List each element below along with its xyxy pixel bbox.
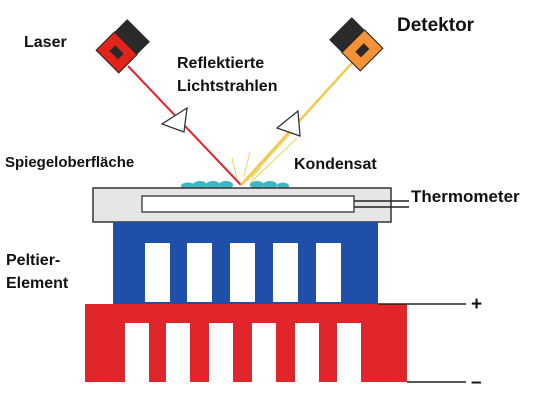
thermometer-probe xyxy=(141,195,355,213)
detector-label: Detektor xyxy=(397,15,475,36)
scattered-light-ray xyxy=(249,137,298,184)
peltier-label-line2: Element xyxy=(6,275,69,292)
scattered-light-ray xyxy=(243,151,251,177)
peltier-lower-block xyxy=(85,304,407,382)
scattered-light-ray xyxy=(246,131,293,182)
detector-device xyxy=(329,17,384,72)
beam-direction-arrow-icon xyxy=(275,109,301,137)
scattered-light-ray xyxy=(251,159,267,179)
scattered-light-ray xyxy=(231,157,238,179)
peltier-upper-block xyxy=(113,222,378,304)
peltier-label-line1: Peltier- xyxy=(6,252,60,269)
positive-terminal-label: + xyxy=(471,294,482,315)
thermometer-label: Thermometer xyxy=(411,187,520,206)
mirror-surface-label: Spiegeloberfläche xyxy=(5,154,134,171)
negative-terminal-label: – xyxy=(471,372,482,393)
laser-label: Laser xyxy=(24,34,67,51)
reflected-light-label-line1: Reflektierte xyxy=(177,55,264,72)
condensate-label: Kondensat xyxy=(294,156,377,173)
reflected-light-label-line2: Lichtstrahlen xyxy=(177,78,277,95)
laser-device xyxy=(95,19,150,74)
beam-direction-arrow-icon xyxy=(160,106,188,133)
